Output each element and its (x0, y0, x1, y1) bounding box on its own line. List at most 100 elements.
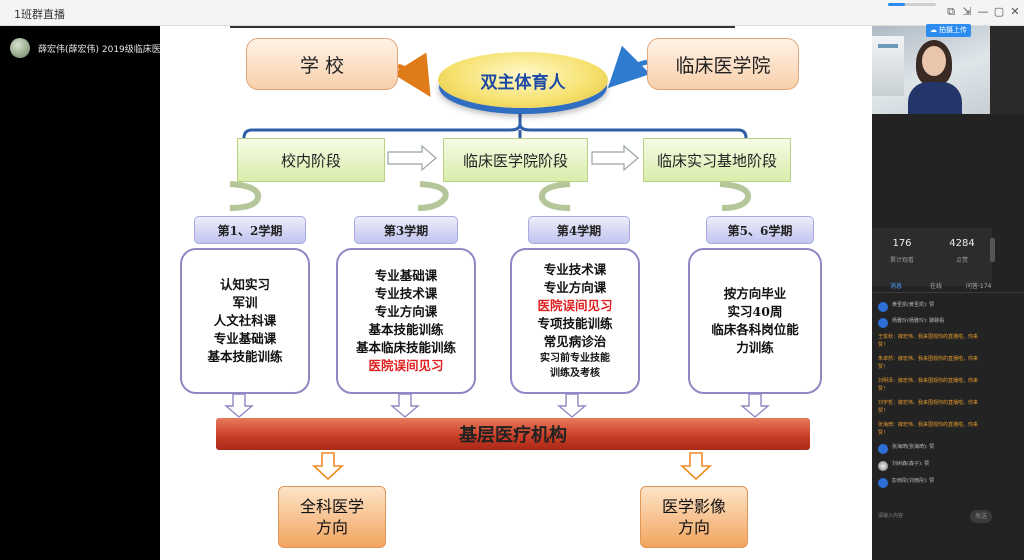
chat-system-message: 王俊秋：薛宏伟、我来围观你的直播啦，你来赞！ (878, 334, 982, 349)
volume-slider[interactable] (888, 3, 936, 6)
stage-campus: 校内阶段 (237, 138, 385, 182)
system-text: 朱卓然：薛宏伟、我来围观你的直播啦，你来赞！ (878, 356, 979, 370)
semester-5-6: 第5、6学期 (706, 216, 814, 244)
course-item: 常见病诊治 (543, 334, 607, 349)
chat-system-message: 朱卓然：薛宏伟、我来围观你的直播啦，你来赞！ (878, 356, 982, 371)
semester-4: 第4学期 (528, 216, 630, 244)
tab-online[interactable]: 在线 (930, 283, 943, 290)
camera-background-item (878, 44, 898, 48)
presenter-name: 薛宏伟(薛宏伟) 2019级临床医学专业分方向教育 (38, 44, 233, 55)
system-text: 王俊秋：薛宏伟、我来围观你的直播啦，你来赞！ (878, 334, 979, 348)
course-item: 专业技术课 (543, 262, 607, 277)
live-sidebar: ☁ 拍摄上传 176 累计观看 4284 点赞 消息 在线 问答·174 黄圣凯… (872, 24, 1024, 560)
user-avatar (878, 461, 888, 471)
system-text: 刘明泽：薛宏伟、我来围观你的直播啦，你来赞！ (878, 378, 979, 392)
course-box-sem5-6: 按方向毕业 实习40周 临床各科岗位能 力训练 (688, 248, 822, 394)
primary-care-bar: 基层医疗机构 (216, 418, 810, 450)
clinical-college-box: 临床医学院 (647, 38, 799, 90)
course-item: 认知实习 (219, 277, 270, 292)
direction-general-medicine: 全科医学 方向 (278, 486, 386, 548)
course-item: 专业方向课 (543, 280, 607, 295)
user-avatar (878, 302, 888, 312)
popout-icon[interactable]: ⧉ (947, 5, 955, 18)
tab-messages[interactable]: 消息 (890, 283, 903, 290)
chat-text: 彭雨彤(刘雨彤): 赞 (892, 478, 935, 484)
chat-message: 黄圣凯(黄圣凯): 赞 (878, 302, 992, 312)
chat-system-message: 刘明泽：薛宏伟、我来围观你的直播啦，你来赞！ (878, 378, 982, 393)
course-item: 基本技能训练 (207, 349, 283, 364)
shared-slide: 学 校 双主体育人 临床医学院 校内阶段 临床医学院阶段 临床实习基地阶段 第1… (160, 26, 872, 560)
stat-value: 176 (892, 238, 912, 249)
presenter-avatar (10, 38, 30, 58)
course-box-sem3: 专业基础课 专业技术课 专业方向课 基本技能训练 基本临床技能训练 医院误间见习 (336, 248, 476, 394)
course-item: 人文社科课 (213, 313, 277, 328)
course-item: 专业基础课 (374, 268, 438, 283)
course-item: 按方向毕业 (723, 286, 787, 301)
chat-text: 刘树森(森子): 赞 (892, 461, 930, 467)
course-item: 基本临床技能训练 (355, 340, 456, 355)
window-title: 1班群直播 (14, 8, 65, 21)
chat-system-message: 张海琦：薛宏伟、我来围观你的直播啦，你来赞！ (878, 422, 982, 437)
chat-message: 刘树森(森子): 赞 (878, 461, 992, 471)
camera-person-face (922, 46, 946, 76)
upload-button-label: 拍摄上传 (939, 26, 967, 34)
user-avatar (878, 478, 888, 488)
stat-value: 4284 (949, 238, 975, 249)
maximize-button[interactable]: ▢ (993, 5, 1005, 18)
course-item-highlight: 医院误间见习 (368, 358, 444, 373)
stage-internship-base: 临床实习基地阶段 (643, 138, 791, 182)
course-item: 专业基础课 (213, 331, 277, 346)
video-area: 薛宏伟(薛宏伟) 2019级临床医学专业分方向教育 主播 (0, 26, 872, 560)
stats-panel: 176 累计观看 4284 点赞 (872, 228, 992, 286)
chat-message: 杨雅玲(杨雅玲): 聊聊看 (878, 318, 992, 328)
chat-message: 彭雨彤(刘雨彤): 赞 (878, 478, 992, 488)
chat-text: 黄圣凯(黄圣凯): 赞 (892, 302, 935, 308)
cloud-icon: ☁ (930, 26, 937, 34)
course-item: 力训练 (736, 340, 774, 355)
course-item: 实习前专业技能 (540, 353, 610, 364)
system-text: 张海琦：薛宏伟、我来围观你的直播啦，你来赞！ (878, 422, 979, 436)
camera-margin (990, 26, 1024, 114)
close-button[interactable]: ✕ (1010, 5, 1020, 18)
chat-text: 张海琦(张海琦): 赞 (892, 444, 935, 450)
stat-likes: 4284 点赞 (932, 238, 992, 264)
course-item: 军训 (232, 295, 258, 310)
chat-message: 张海琦(张海琦): 赞 (878, 444, 992, 454)
course-item: 专业方向课 (374, 304, 438, 319)
user-avatar (878, 444, 888, 454)
system-text: 刘宇哲：薛宏伟、我来围观你的直播啦，你来赞！ (878, 400, 979, 414)
course-item: 临床各科岗位能 (711, 322, 799, 337)
presenter-camera (872, 26, 990, 114)
direction-line: 全科医学 (299, 497, 364, 516)
slide-connectors (224, 26, 770, 481)
title-bar: 1班群直播 ⧉ ⇲ — ▢ ✕ (0, 0, 1024, 26)
volume-slider-fill (888, 3, 905, 6)
chat-list: 黄圣凯(黄圣凯): 赞 杨雅玲(杨雅玲): 聊聊看 王俊秋：薛宏伟、我来围观你的… (872, 294, 994, 526)
course-item: 基本技能训练 (368, 322, 444, 337)
semester-1-2: 第1、2学期 (194, 216, 306, 244)
chat-input[interactable]: 请输入内容 (878, 513, 904, 519)
course-item: 专业技术课 (374, 286, 438, 301)
user-avatar (878, 318, 888, 328)
stat-label: 点赞 (955, 257, 968, 264)
semester-3: 第3学期 (354, 216, 458, 244)
direction-medical-imaging: 医学影像 方向 (640, 486, 748, 548)
school-box: 学 校 (246, 38, 398, 90)
collapse-icon[interactable]: ⇲ (962, 5, 972, 18)
camera-person-body (908, 82, 962, 114)
stat-label: 累计观看 (889, 257, 914, 264)
stat-views: 176 累计观看 (872, 238, 932, 264)
minimize-button[interactable]: — (977, 5, 989, 18)
chat-input-bar: 请输入内容 发送 (872, 508, 994, 526)
stage-clinical-college: 临床医学院阶段 (443, 138, 588, 182)
sidebar-tabs: 消息 在线 问答·174 (872, 277, 1024, 293)
send-button[interactable]: 发送 (970, 510, 992, 523)
upload-button[interactable]: ☁ 拍摄上传 (926, 24, 971, 37)
course-box-sem1-2: 认知实习 军训 人文社科课 专业基础课 基本技能训练 (180, 248, 310, 394)
dual-subject-ellipse: 双主体育人 (438, 52, 608, 108)
chat-system-message: 刘宇哲：薛宏伟、我来围观你的直播啦，你来赞！ (878, 400, 982, 415)
course-item-highlight: 医院误间见习 (537, 298, 613, 313)
tab-qa[interactable]: 问答·174 (966, 283, 992, 290)
course-item: 训练及考核 (550, 368, 600, 379)
panel-collapse-handle[interactable] (990, 238, 995, 262)
